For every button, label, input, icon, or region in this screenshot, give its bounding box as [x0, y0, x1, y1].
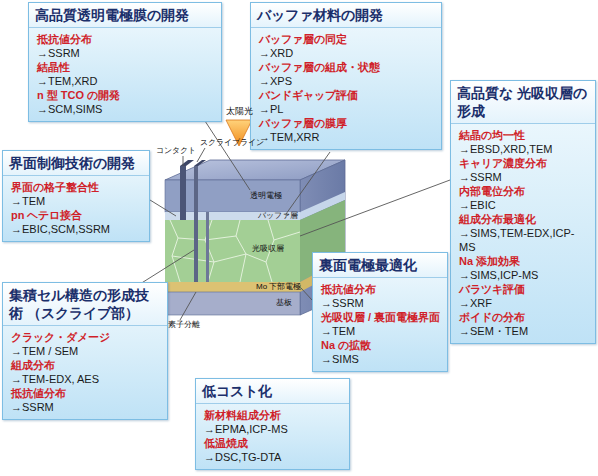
topic-item: 抵抗値分布 — [37, 32, 215, 46]
box-heading: 低コスト化 — [196, 379, 349, 404]
method-item: →SSRM — [321, 296, 441, 310]
method-item: →SSRM — [459, 170, 589, 184]
box-body: 界面の格子整合性→TEMpn ヘテロ接合→EBIC,SCM,SSRM — [3, 176, 149, 241]
topic-item: 結晶の均一性 — [459, 128, 589, 142]
topic-item: 界面の格子整合性 — [11, 180, 143, 194]
topic-item: 組成分布 — [11, 358, 161, 372]
method-item: →TEM — [321, 324, 441, 338]
part-label: 素子分離 — [168, 320, 200, 330]
method-item: →TEM,XRD — [37, 74, 215, 88]
box-heading: 高品質透明電極膜の開発 — [29, 3, 221, 28]
topic-item: バンドギャップ評価 — [259, 88, 435, 102]
topic-item: 内部電位分布 — [459, 184, 589, 198]
topic-item: バッファ層の膜厚 — [259, 116, 435, 130]
topic-item: 低温焼成 — [204, 436, 343, 450]
topic-item: 組成分布最適化 — [459, 212, 589, 226]
callout-box: 界面制御技術の開発界面の格子整合性→TEMpn ヘテロ接合→EBIC,SCM,S… — [2, 150, 150, 242]
method-item: →EBSD,XRD,TEM — [459, 142, 589, 156]
topic-item: バラツキ評価 — [459, 282, 589, 296]
callout-box: 高品質な 光吸収層の形成結晶の均一性→EBSD,XRD,TEMキャリア濃度分布→… — [450, 80, 596, 344]
method-item: →XRF — [459, 296, 589, 310]
topic-item: pn ヘテロ接合 — [11, 208, 143, 222]
topic-item: バッファ層の組成・状態 — [259, 60, 435, 74]
part-label: 透明電極 — [250, 191, 282, 201]
method-item: →SSRM — [11, 400, 161, 414]
box-body: バッファ層の同定→XRDバッファ層の組成・状態→XPSバンドギャップ評価→PLバ… — [251, 28, 441, 149]
callout-box: 集積セル構造の形成技術 （スクライブ部）クラック・ダメージ→TEM / SEM組… — [2, 282, 168, 420]
method-item: →EBIC,SCM,SSRM — [11, 222, 143, 236]
callout-box: 裏面電極最適化抵抗値分布→SSRM光吸収層 / 裏面電極界面→TEMNa の拡散… — [312, 252, 448, 372]
box-heading: 裏面電極最適化 — [313, 253, 447, 278]
method-item: →TEM,XRR — [259, 130, 435, 144]
topic-item: キャリア濃度分布 — [459, 156, 589, 170]
topic-item: 結晶性 — [37, 60, 215, 74]
box-body: 結晶の均一性→EBSD,XRD,TEMキャリア濃度分布→SSRM内部電位分布→E… — [451, 124, 595, 343]
topic-item: バッファ層の同定 — [259, 32, 435, 46]
topic-item: Na の拡散 — [321, 338, 441, 352]
method-item: →SEM・TEM — [459, 324, 589, 338]
box-heading: バッファ材料の開発 — [251, 3, 441, 28]
part-label: スクライブライン — [200, 138, 264, 148]
part-label: Mo 下部電極 — [256, 282, 301, 292]
method-item: →TEM / SEM — [11, 344, 161, 358]
topic-item: ボイドの分布 — [459, 310, 589, 324]
method-item: →DSC,TG-DTA — [204, 450, 343, 464]
method-item: →EBIC — [459, 198, 589, 212]
topic-item: n 型 TCO の開発 — [37, 88, 215, 102]
method-item: →TEM-EDX, AES — [11, 372, 161, 386]
topic-item: 抵抗値分布 — [321, 282, 441, 296]
method-item: →EPMA,ICP-MS — [204, 422, 343, 436]
part-label: 太陽光 — [226, 106, 253, 116]
part-label: 基板 — [276, 298, 292, 308]
box-body: クラック・ダメージ→TEM / SEM組成分布→TEM-EDX, AES抵抗値分… — [3, 326, 167, 419]
method-item: →PL — [259, 102, 435, 116]
callout-box: 高品質透明電極膜の開発抵抗値分布→SSRM結晶性→TEM,XRDn 型 TCO … — [28, 2, 222, 122]
method-item: →SSRM — [37, 46, 215, 60]
box-body: 抵抗値分布→SSRM光吸収層 / 裏面電極界面→TEMNa の拡散→SIMS — [313, 278, 447, 371]
topic-item: 新材料組成分析 — [204, 408, 343, 422]
topic-item: 抵抗値分布 — [11, 386, 161, 400]
method-item: →XRD — [259, 46, 435, 60]
callout-box: 低コスト化新材料組成分析→EPMA,ICP-MS低温焼成→DSC,TG-DTA — [195, 378, 350, 470]
callout-box: バッファ材料の開発バッファ層の同定→XRDバッファ層の組成・状態→XPSバンドギ… — [250, 2, 442, 150]
box-heading: 高品質な 光吸収層の形成 — [451, 81, 595, 124]
method-item: →SIMS,TEM-EDX,ICP-MS — [459, 226, 589, 254]
box-heading: 界面制御技術の開発 — [3, 151, 149, 176]
method-item: →TEM — [11, 194, 143, 208]
topic-item: 光吸収層 / 裏面電極界面 — [321, 310, 441, 324]
box-heading: 集積セル構造の形成技術 （スクライブ部） — [3, 283, 167, 326]
topic-item: Na 添加効果 — [459, 254, 589, 268]
box-body: 新材料組成分析→EPMA,ICP-MS低温焼成→DSC,TG-DTA — [196, 404, 349, 469]
box-body: 抵抗値分布→SSRM結晶性→TEM,XRDn 型 TCO の開発→SCM,SIM… — [29, 28, 221, 121]
method-item: →SCM,SIMS — [37, 102, 215, 116]
part-label: 光吸収層 — [252, 244, 284, 254]
topic-item: クラック・ダメージ — [11, 330, 161, 344]
part-label: コンタクト — [156, 146, 196, 156]
method-item: →SIMS — [321, 352, 441, 366]
part-label: バッファ層 — [258, 211, 298, 221]
method-item: →SIMS,ICP-MS — [459, 268, 589, 282]
method-item: →XPS — [259, 74, 435, 88]
